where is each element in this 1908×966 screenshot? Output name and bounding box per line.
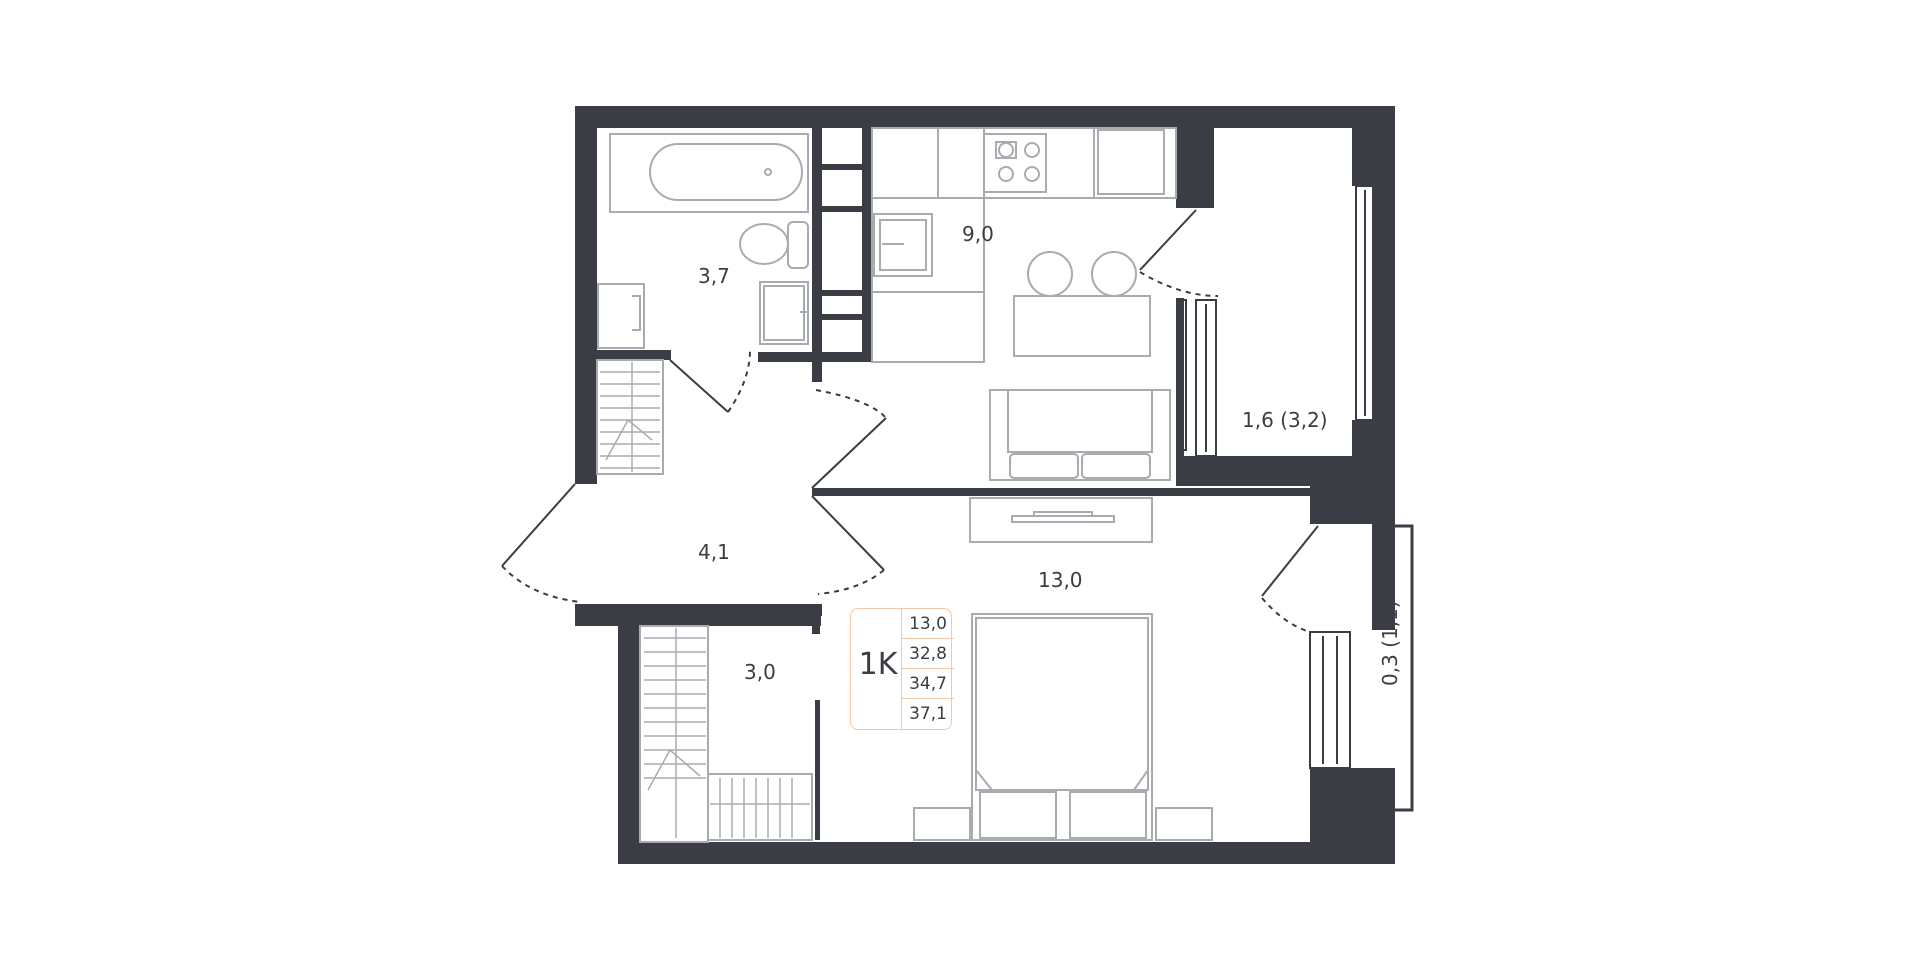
area-value-total: 32,8 [902, 639, 954, 669]
apartment-type: 1K [858, 647, 898, 682]
sofa [989, 389, 1171, 481]
doors [501, 209, 1319, 633]
apartment-info-card: 1K 13,0 32,8 34,7 37,1 [850, 608, 954, 730]
washing-machine [597, 283, 645, 349]
kitchen-sink [873, 213, 933, 277]
area-loggia: 1,6 (3,2) [1242, 408, 1328, 432]
area-kitchen: 9,0 [962, 222, 994, 246]
tv-stand [969, 497, 1153, 543]
area-wardrobe: 3,0 [744, 660, 776, 684]
walls [575, 106, 1395, 864]
dining-table [1013, 295, 1151, 357]
furniture [596, 127, 1213, 843]
hall-wardrobe [596, 359, 664, 475]
area-value-living: 13,0 [902, 609, 954, 639]
windows [1309, 185, 1375, 769]
area-value-with-loggia: 34,7 [902, 669, 954, 699]
area-value-full: 37,1 [909, 704, 947, 724]
balcony-outline [1395, 524, 1414, 812]
area-hall: 4,1 [698, 540, 730, 564]
toilet [739, 223, 789, 265]
area-values: 13,0 32,8 34,7 37,1 [901, 609, 954, 729]
bed [971, 613, 1153, 841]
area-bathroom: 3,7 [698, 264, 730, 288]
bathtub [609, 133, 809, 213]
walk-in-wardrobe [639, 625, 709, 843]
area-living: 13,0 [1038, 568, 1083, 592]
area-balcony: 0,3 (1,1) [1378, 600, 1402, 686]
